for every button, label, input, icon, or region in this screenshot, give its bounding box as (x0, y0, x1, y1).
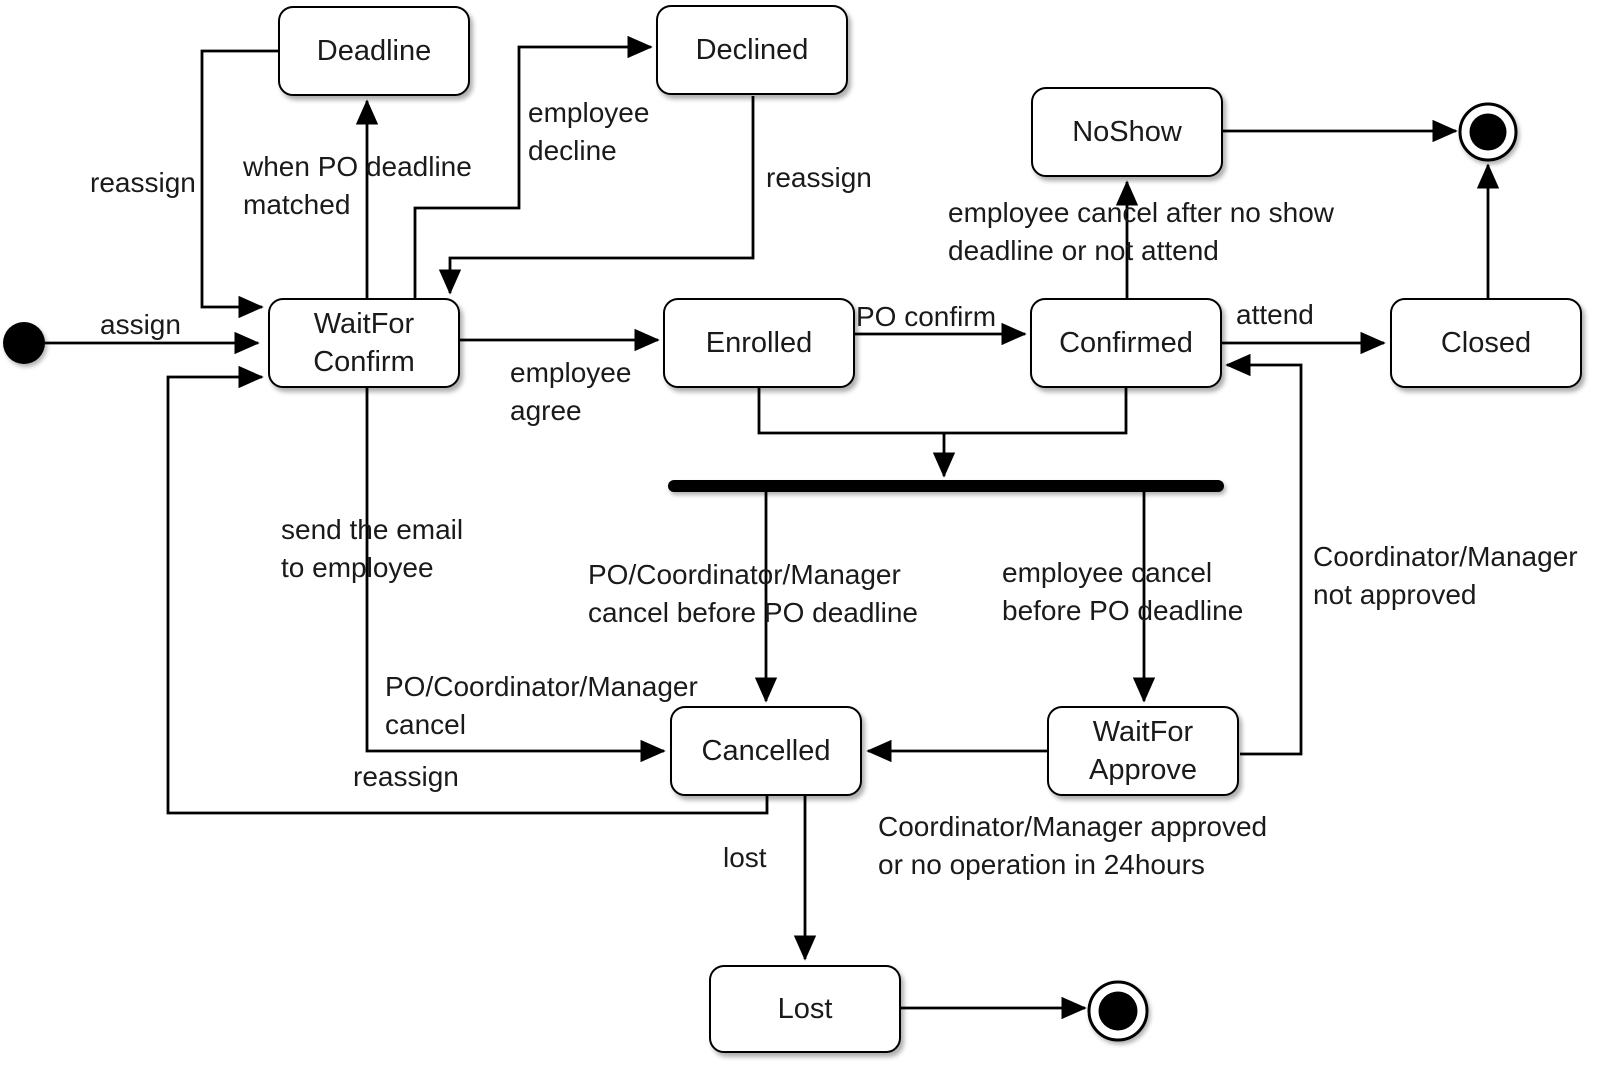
label-not-approved: Coordinator/Manager not approved (1313, 541, 1578, 610)
edge-not-approved (1225, 353, 1303, 756)
state-closed-label: Closed (1440, 327, 1532, 359)
final-state-top (1458, 102, 1518, 162)
state-noshow: NoShow (1031, 87, 1223, 177)
label-approved-or-24h: Coordinator/Manager approved or no opera… (878, 811, 1268, 880)
label-po-cm-cancel-before: PO/Coordinator/Manager cancel before PO … (588, 559, 918, 628)
label-employee-decline: employee decline (528, 97, 650, 166)
label-when-po-deadline: when PO deadline matched (243, 151, 472, 220)
state-deadline: Deadline (278, 6, 470, 96)
state-waitforapprove-label: WaitFor Approve (1088, 716, 1197, 786)
state-declined-label: Declined (695, 34, 809, 66)
state-lost-label: Lost (777, 993, 833, 1025)
final-state-bottom (1087, 980, 1149, 1042)
label-reassign-deadline: reassign (90, 167, 196, 198)
label-po-confirm: PO confirm (856, 301, 997, 332)
label-attend: attend (1236, 299, 1314, 330)
edge-employee-decline (413, 35, 653, 298)
state-closed: Closed (1390, 298, 1582, 388)
state-declined: Declined (656, 5, 848, 95)
label-employee-agree: employee agree (510, 357, 632, 426)
edge-reassign-from-cancelled (166, 365, 769, 815)
initial-state-dot (3, 322, 45, 364)
edge-reassign-from-declined (438, 96, 755, 295)
state-waitforapprove: WaitFor Approve (1047, 706, 1239, 796)
edge-join-collector (757, 388, 1128, 435)
label-employee-cancel-before: employee cancel before PO deadline (1002, 557, 1244, 626)
edge-po-cm-cancel (365, 388, 666, 763)
state-lost: Lost (709, 965, 901, 1053)
label-po-cm-cancel: PO/Coordinator/Manager cancel (385, 671, 698, 740)
state-deadline-label: Deadline (316, 35, 432, 67)
state-waitforconfirm-label: WaitFor Confirm (313, 308, 415, 378)
label-cancel-after-noshow: employee cancel after no show deadline o… (948, 197, 1334, 266)
label-assign: assign (100, 309, 181, 340)
state-waitforconfirm: WaitFor Confirm (268, 298, 460, 388)
label-send-email: send the email to employee (281, 514, 464, 583)
state-confirmed-label: Confirmed (1059, 327, 1193, 359)
fork-join-bar (668, 480, 1224, 492)
label-reassign-cancelled: reassign (353, 761, 459, 792)
state-confirmed: Confirmed (1030, 298, 1222, 388)
state-cancelled: Cancelled (670, 706, 862, 796)
state-enrolled-label: Enrolled (705, 327, 813, 359)
edge-reassign-from-deadline (200, 49, 278, 319)
state-cancelled-label: Cancelled (701, 735, 831, 767)
state-noshow-label: NoShow (1072, 116, 1182, 148)
state-enrolled: Enrolled (663, 298, 855, 388)
label-reassign-declined: reassign (766, 162, 872, 193)
label-lost: lost (723, 842, 767, 873)
